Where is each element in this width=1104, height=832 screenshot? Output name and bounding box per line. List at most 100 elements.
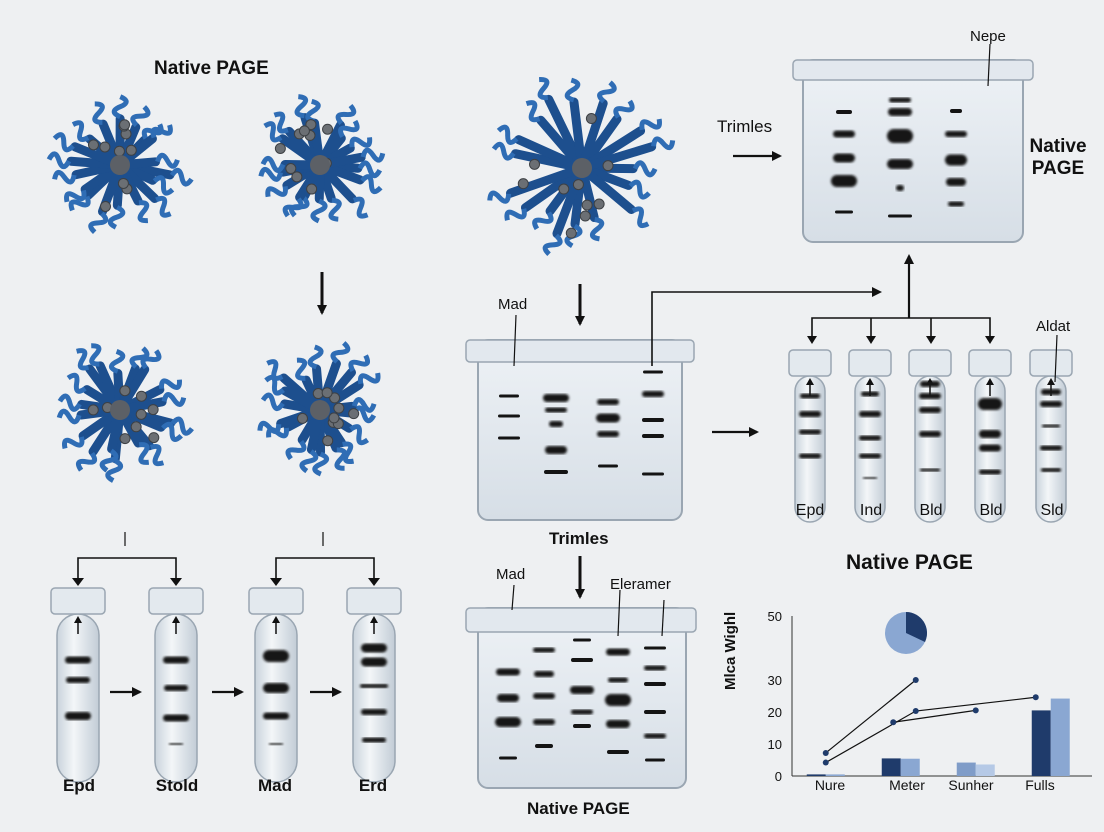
gel-band <box>642 472 664 476</box>
beta-strand <box>320 133 346 164</box>
helix-coil <box>64 189 87 203</box>
tube-cap <box>908 349 952 377</box>
helix-coil <box>349 136 373 148</box>
gel-band <box>598 464 618 468</box>
gel-band <box>644 710 666 714</box>
atom-node <box>125 144 137 156</box>
gel-band <box>835 210 853 214</box>
chart-point <box>822 749 829 756</box>
atom-node <box>148 432 160 444</box>
left-tube-label-2: Stold <box>155 776 199 795</box>
tube-band <box>920 468 940 472</box>
atom-node <box>135 408 147 420</box>
bracket-left-2-tipa <box>270 578 282 586</box>
helix-coil <box>597 80 617 104</box>
helix-coil <box>107 205 126 230</box>
helix-coil <box>651 136 676 151</box>
title-native-page-top: Native PAGE <box>154 58 269 79</box>
tube-band <box>979 430 1001 438</box>
chart-ytick-label: 50 <box>768 609 782 624</box>
beta-strand <box>279 373 319 410</box>
beta-strand <box>284 126 320 164</box>
atom-node <box>572 179 584 191</box>
atom-node <box>593 198 605 210</box>
atom-node <box>581 199 593 211</box>
tube-band <box>859 453 881 459</box>
gel-band <box>607 750 629 754</box>
gel-band <box>533 693 555 699</box>
helix-coil <box>52 132 75 153</box>
tube-body <box>854 375 886 523</box>
atom-node <box>529 158 541 170</box>
helix-coil <box>360 174 383 195</box>
beta-strand <box>583 168 636 215</box>
bracket-tip <box>807 336 817 344</box>
helix-coil <box>159 378 182 390</box>
tube-band <box>164 685 188 691</box>
chart-point <box>890 719 897 726</box>
mad-bottom-pointer <box>511 584 515 611</box>
helix-coil <box>155 152 180 169</box>
gel-band <box>498 414 520 418</box>
tube-arrow-head <box>866 378 874 385</box>
beta-strand <box>80 165 118 194</box>
beta-strand <box>121 166 160 203</box>
gel-band <box>950 109 962 113</box>
atom-node <box>558 183 570 195</box>
gel-band <box>597 399 619 405</box>
core-node <box>572 158 592 178</box>
beta-strand <box>70 142 118 167</box>
title-native-page-right: Native PAGE <box>1029 136 1087 179</box>
gel-band <box>545 446 567 454</box>
tube-band <box>861 391 879 397</box>
tube-band <box>263 683 289 693</box>
helix-coil <box>257 420 282 435</box>
gel-band <box>948 201 964 207</box>
tube-cap <box>1029 349 1073 377</box>
gel-band <box>889 97 911 103</box>
helix-coil <box>266 359 284 381</box>
core-node <box>110 155 130 175</box>
tube-band <box>863 477 877 479</box>
beta-strand <box>88 412 121 457</box>
atom-node <box>87 404 99 416</box>
helix-coil <box>351 397 377 413</box>
tube-band <box>919 393 941 399</box>
helix-coil <box>56 408 82 425</box>
atom-node <box>565 227 577 239</box>
chart-bar <box>975 764 995 776</box>
atom-node <box>119 385 131 397</box>
helix-coil <box>639 118 662 131</box>
helix-coil <box>305 98 321 124</box>
gel-band <box>836 110 852 114</box>
helix-coil <box>328 197 342 222</box>
beta-strand <box>107 413 123 454</box>
atom-node <box>119 433 131 445</box>
protein-cluster-5 <box>487 77 676 257</box>
protein-cluster-3 <box>56 343 194 483</box>
atom-node <box>274 142 286 154</box>
helix-coil <box>105 458 124 483</box>
beta-strand <box>584 166 634 190</box>
atom-node <box>296 412 308 424</box>
chart-point <box>972 707 979 714</box>
chart-bar <box>900 758 920 776</box>
chart-ytick-label: 20 <box>768 705 782 720</box>
bracket-left-2-tipb <box>368 578 380 586</box>
beta-strand <box>119 412 143 448</box>
helix-coil <box>52 169 77 185</box>
tube-band <box>163 714 189 722</box>
chart-trend-line <box>893 709 976 723</box>
bracket-right <box>811 317 991 342</box>
beta-strand <box>78 410 118 441</box>
tube-arrow-head <box>272 616 280 623</box>
chart-bar <box>825 774 845 776</box>
right-tube-3 <box>908 349 952 523</box>
chart-xlabel-4: Fulls <box>1025 777 1055 793</box>
tube-cap <box>50 587 106 615</box>
gel-band <box>608 677 628 683</box>
beta-strand <box>276 408 317 429</box>
tube-cap <box>848 349 892 377</box>
beta-strand <box>569 97 586 165</box>
gel-band <box>597 431 619 437</box>
